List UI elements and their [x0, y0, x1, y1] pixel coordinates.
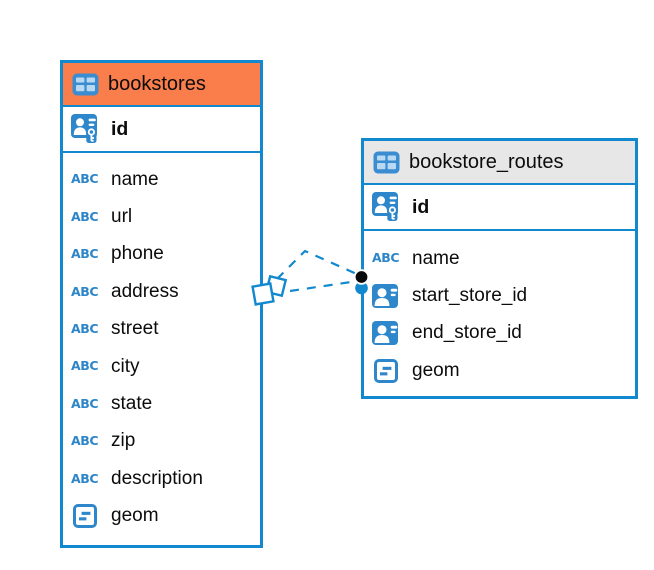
field-row-state[interactable]: ABC state — [63, 385, 260, 422]
field-row-id[interactable]: id — [364, 185, 635, 229]
field-row-url[interactable]: ABC url — [63, 198, 260, 235]
field-type-icon-box: ABC — [71, 470, 105, 486]
field-row-description[interactable]: ABC description — [63, 460, 260, 497]
field-row-name[interactable]: ABC name — [364, 240, 635, 277]
field-type-icon-box — [372, 283, 406, 309]
table-title: bookstores — [108, 72, 206, 95]
field-type-icon-box: ABC — [71, 360, 105, 373]
table-title: bookstore_routes — [409, 150, 564, 173]
field-type-icon-box: ABC — [71, 248, 105, 261]
geometry-type-icon — [73, 504, 97, 529]
field-type-icon-box: ABC — [71, 395, 105, 411]
field-name: city — [111, 355, 140, 377]
field-name: phone — [111, 243, 164, 265]
primary-key-icon — [372, 192, 398, 221]
text-type-icon: ABC — [71, 246, 99, 262]
field-row-city[interactable]: ABC city — [63, 348, 260, 385]
text-type-icon: ABC — [71, 321, 99, 336]
field-name: name — [412, 247, 460, 269]
text-type-icon: ABC — [71, 433, 99, 449]
table-icon — [72, 73, 99, 96]
field-type-icon-box — [71, 114, 105, 144]
primary-key-icon — [71, 114, 97, 143]
field-name: zip — [111, 430, 136, 452]
field-type-icon-box: ABC — [71, 321, 105, 336]
primary-key-section: id — [63, 107, 260, 153]
field-type-icon-box: ABC — [71, 173, 105, 186]
field-row-start_store_id[interactable]: start_store_id — [364, 277, 635, 314]
field-row-street[interactable]: ABC street — [63, 311, 260, 348]
text-type-icon: ABC — [71, 171, 99, 187]
field-type-icon-box — [372, 192, 406, 222]
field-type-icon-box: ABC — [372, 252, 406, 265]
field-name: geom — [111, 505, 159, 527]
field-row-name[interactable]: ABC name — [63, 161, 260, 198]
field-type-icon-box — [372, 358, 406, 383]
field-name: id — [412, 195, 430, 218]
text-type-icon: ABC — [71, 395, 99, 411]
field-name: name — [111, 168, 159, 190]
field-row-geom[interactable]: geom — [364, 352, 635, 389]
relationship-line[interactable] — [276, 249, 360, 280]
primary-key-section: id — [364, 185, 635, 231]
foreign-key-icon — [372, 283, 398, 308]
table-header-bookstore-routes[interactable]: bookstore_routes — [364, 141, 635, 185]
field-type-icon-box — [372, 320, 406, 346]
field-type-icon-box: ABC — [71, 208, 105, 224]
source-diamond-marker[interactable] — [264, 274, 288, 298]
table-header-bookstores[interactable]: bookstores — [63, 63, 260, 107]
field-name: description — [111, 467, 203, 489]
text-type-icon: ABC — [71, 358, 99, 374]
table-bookstore-routes[interactable]: bookstore_routes id — [361, 138, 638, 399]
field-name: geom — [412, 359, 460, 381]
field-row-phone[interactable]: ABC phone — [63, 236, 260, 273]
field-type-icon-box: ABC — [71, 283, 105, 299]
relationship-line[interactable] — [289, 279, 359, 293]
field-row-geom[interactable]: geom — [63, 498, 260, 535]
text-type-icon: ABC — [71, 470, 99, 486]
field-type-icon-box — [71, 504, 105, 529]
table-icon — [373, 151, 400, 174]
field-name: url — [111, 206, 133, 228]
geometry-type-icon — [374, 358, 398, 383]
field-name: state — [111, 393, 153, 415]
field-type-icon-box: ABC — [71, 435, 105, 448]
fields-section: ABC name ABC url ABC phone ABC addr — [63, 153, 260, 545]
field-row-id[interactable]: id — [63, 107, 260, 151]
field-row-address[interactable]: ABC address — [63, 273, 260, 310]
field-row-end_store_id[interactable]: end_store_id — [364, 315, 635, 352]
field-name: address — [111, 280, 179, 302]
field-name: end_store_id — [412, 322, 522, 344]
text-type-icon: ABC — [71, 283, 99, 299]
fields-section: ABC name start_store_id — [364, 231, 635, 396]
table-bookstores[interactable]: bookstores id — [60, 60, 263, 548]
foreign-key-icon — [372, 320, 398, 345]
field-name: start_store_id — [412, 285, 528, 307]
field-row-zip[interactable]: ABC zip — [63, 423, 260, 460]
text-type-icon: ABC — [372, 250, 400, 266]
field-name: street — [111, 318, 159, 340]
text-type-icon: ABC — [71, 208, 99, 224]
field-name: id — [111, 117, 129, 140]
